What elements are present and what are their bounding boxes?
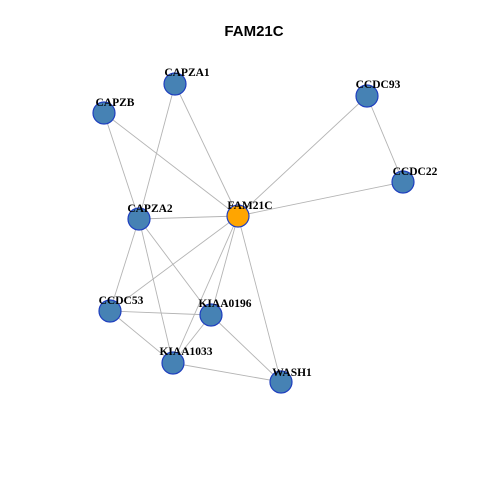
node-label-fam21c: FAM21C: [227, 200, 272, 212]
edge-capzb-capza2: [103, 112, 140, 220]
node-capza2: [127, 207, 151, 231]
edge-kiaa1033-wash1: [172, 362, 282, 383]
edge-layer: [103, 83, 404, 383]
node-wash1: [269, 370, 293, 394]
edge-fam21c-ccdc53: [109, 215, 239, 312]
edge-capza2-kiaa1033: [138, 218, 174, 364]
edge-capza2-kiaa0196: [138, 218, 212, 316]
edge-ccdc22-fam21c: [237, 181, 404, 217]
edge-kiaa0196-wash1: [210, 314, 282, 383]
node-label-capza2: CAPZA2: [127, 203, 173, 215]
node-ccdc93: [355, 84, 379, 108]
edge-ccdc53-kiaa1033: [109, 310, 174, 364]
node-fam21c: [226, 204, 250, 228]
node-label-kiaa0196: KIAA0196: [198, 298, 251, 310]
node-label-capzb: CAPZB: [96, 97, 135, 109]
edge-ccdc93-fam21c: [237, 95, 368, 217]
edge-capza2-ccdc53: [109, 218, 140, 312]
diagram-title: FAM21C: [224, 23, 283, 40]
node-ccdc22: [391, 170, 415, 194]
node-layer: [92, 72, 415, 394]
node-label-kiaa1033: KIAA1033: [159, 346, 212, 358]
edge-fam21c-kiaa1033: [172, 215, 239, 364]
edge-ccdc53-kiaa0196: [109, 310, 212, 316]
node-label-wash1: WASH1: [272, 367, 312, 379]
node-kiaa1033: [161, 351, 185, 375]
node-capzb: [92, 101, 116, 125]
node-kiaa0196: [199, 303, 223, 327]
edge-capza2-fam21c: [138, 215, 239, 220]
edge-capzb-fam21c: [103, 112, 239, 217]
edge-capza1-capza2: [138, 83, 176, 220]
node-ccdc53: [98, 299, 122, 323]
node-label-ccdc22: CCDC22: [393, 166, 438, 178]
node-label-capza1: CAPZA1: [164, 67, 210, 79]
edge-capza1-fam21c: [174, 83, 239, 217]
edge-ccdc93-ccdc22: [366, 95, 404, 183]
edge-fam21c-wash1: [237, 215, 282, 383]
node-label-ccdc53: CCDC53: [99, 295, 144, 307]
node-capza1: [163, 72, 187, 96]
node-label-ccdc93: CCDC93: [356, 79, 401, 91]
edge-fam21c-kiaa0196: [210, 215, 239, 316]
